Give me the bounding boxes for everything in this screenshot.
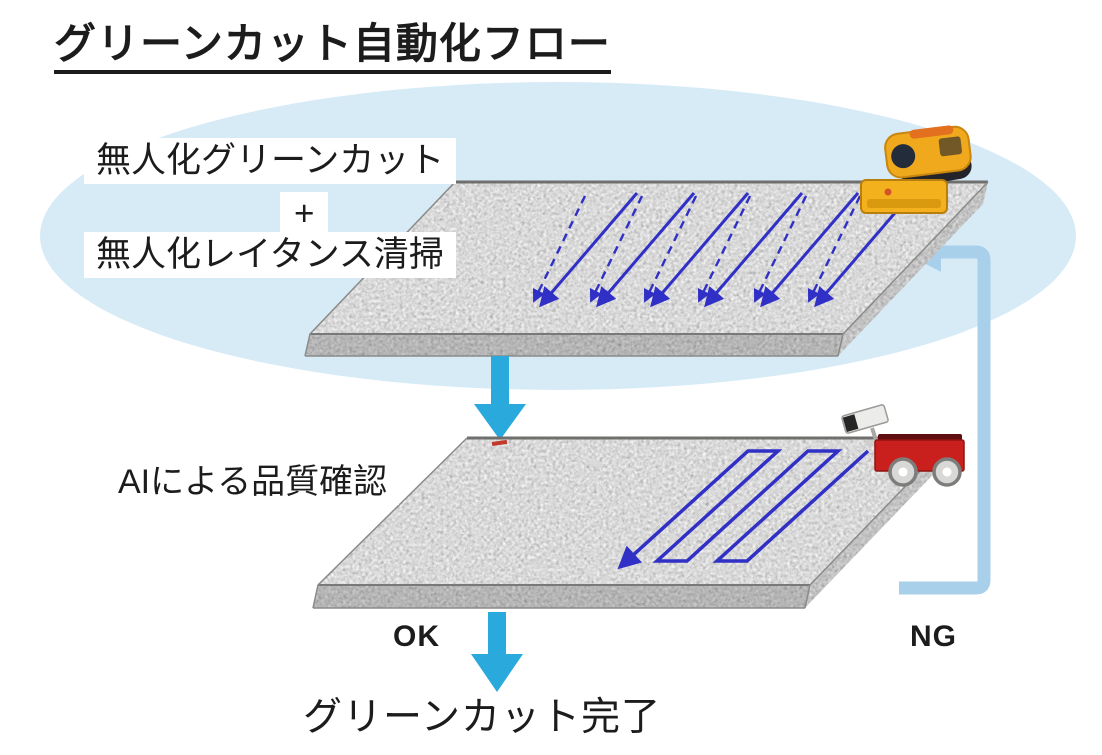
inspection-vehicle-icon [874,434,965,487]
lower-slab-right-face [805,438,952,608]
top-slab-right-face [838,182,988,356]
top-slab-front-face [305,334,843,356]
camera-lens [842,414,859,432]
lower-concrete-slab [312,436,953,609]
machine-cutter-deck [860,179,948,214]
inspection-label: AIによる品質確認 [106,460,400,506]
machine-stripe [909,125,954,139]
machine-deck-shade [867,199,941,208]
vehicle-hub-left [898,467,908,477]
lower-slab-front-face [313,585,810,608]
slab-marker [491,439,508,446]
blue-serpentine-scan-path [617,449,870,570]
vehicle-hub-right [942,467,952,477]
stage1-label-line2: 無人化レイタンス清掃 [84,232,456,279]
stage1-label-line1: 無人化グリーンカット [84,138,457,185]
machine-engine [938,136,963,157]
ok-label: OK [393,620,440,653]
result-label: グリーンカット完了 [303,696,662,739]
ng-label: NG [910,620,957,653]
machine-deck-light [884,188,892,196]
green-cut-machine-icon [860,125,972,214]
stage1-plus-sign: + [280,192,329,237]
machine-cab-window [891,144,916,169]
flow-arrow-2 [471,612,523,692]
flow-arrow-1 [474,356,526,440]
page-title: グリーンカット自動化フロー [54,20,611,75]
blue-cut-path-arrows [532,192,914,308]
